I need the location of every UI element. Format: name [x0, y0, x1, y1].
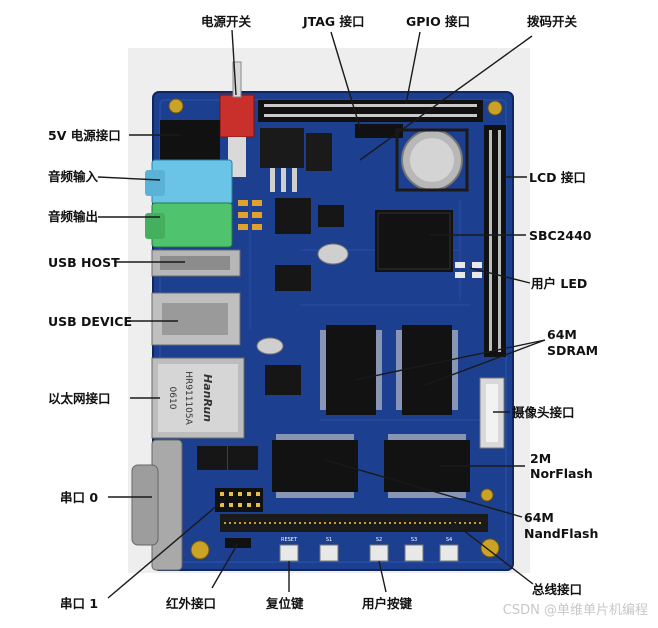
label-norflash-size: 2M — [530, 451, 552, 466]
power-jack — [160, 120, 220, 160]
leader-audio-in — [97, 176, 161, 181]
leader-lines — [97, 29, 546, 599]
label-serial-1: 串口 1 — [60, 596, 99, 611]
watermark: CSDN @单维单片机编程 — [502, 603, 648, 618]
reset-silk-text: RESET — [281, 537, 298, 543]
label-gpio: GPIO 接口 — [406, 14, 471, 29]
label-camera: 摄像头接口 — [512, 405, 575, 420]
label-lcd: LCD 接口 — [529, 170, 586, 185]
sbc2440-cpu — [375, 210, 453, 272]
label-infrared: 红外接口 — [166, 596, 217, 611]
leader-power-switch — [231, 29, 237, 96]
label-user-led: 用户 LED — [531, 276, 588, 291]
ethernet-code-text: 0610 — [167, 387, 177, 410]
leader-infrared — [211, 542, 239, 589]
label-nandflash-size: 64M — [524, 510, 554, 525]
label-dip-switch: 拨码开关 — [527, 14, 578, 29]
leader-dip-switch — [359, 35, 533, 161]
key-silk-s3: S3 — [411, 537, 417, 543]
label-audio-out: 音频输出 — [48, 209, 99, 224]
label-user-keys: 用户按键 — [362, 596, 413, 611]
leader-user-led — [469, 267, 531, 284]
leader-nandflash — [324, 459, 523, 518]
label-sbc2440: SBC2440 — [529, 228, 592, 243]
ethernet-brand-text: HanRun — [201, 374, 214, 422]
label-serial-0: 串口 0 — [60, 490, 99, 505]
label-jtag: JTAG 接口 — [303, 14, 365, 29]
lcd-header — [484, 125, 506, 357]
leader-jtag — [330, 31, 361, 129]
label-ethernet: 以太网接口 — [48, 391, 111, 406]
leader-gpio — [405, 31, 421, 105]
label-sdram-size: 64M — [547, 327, 577, 342]
key-silk-s1: S1 — [326, 537, 332, 543]
key-silk-s2: S2 — [376, 537, 382, 543]
sdram-chip-1 — [326, 325, 376, 415]
sdram-chip-2 — [402, 325, 452, 415]
leader-user-keys — [378, 560, 387, 593]
label-nandflash-type: NandFlash — [524, 526, 599, 541]
label-bus-port: 总线接口 — [532, 582, 583, 597]
leader-bus — [449, 519, 534, 585]
leader-sdram-2 — [424, 339, 546, 386]
label-audio-in: 音频输入 — [48, 169, 99, 184]
leader-serial-1 — [107, 497, 227, 599]
power-switch-body — [219, 94, 255, 138]
label-usb-host: USB HOST — [48, 255, 120, 270]
label-5v-power: 5V 电源接口 — [48, 128, 121, 143]
label-usb-device: USB DEVICE — [48, 314, 132, 329]
label-reset-key: 复位键 — [266, 596, 304, 611]
label-power-switch: 电源开关 — [201, 14, 252, 29]
leader-sdram-1 — [354, 339, 546, 381]
tactile-buttons — [279, 544, 459, 562]
gpio-header — [258, 100, 483, 122]
jtag-header — [355, 124, 403, 138]
ethernet-model-text: HR911105A — [183, 371, 193, 425]
label-norflash-type: NorFlash — [530, 466, 593, 481]
label-sdram-type: SDRAM — [547, 343, 599, 358]
key-silk-s4: S4 — [446, 537, 452, 543]
mounting-hole — [168, 98, 503, 560]
